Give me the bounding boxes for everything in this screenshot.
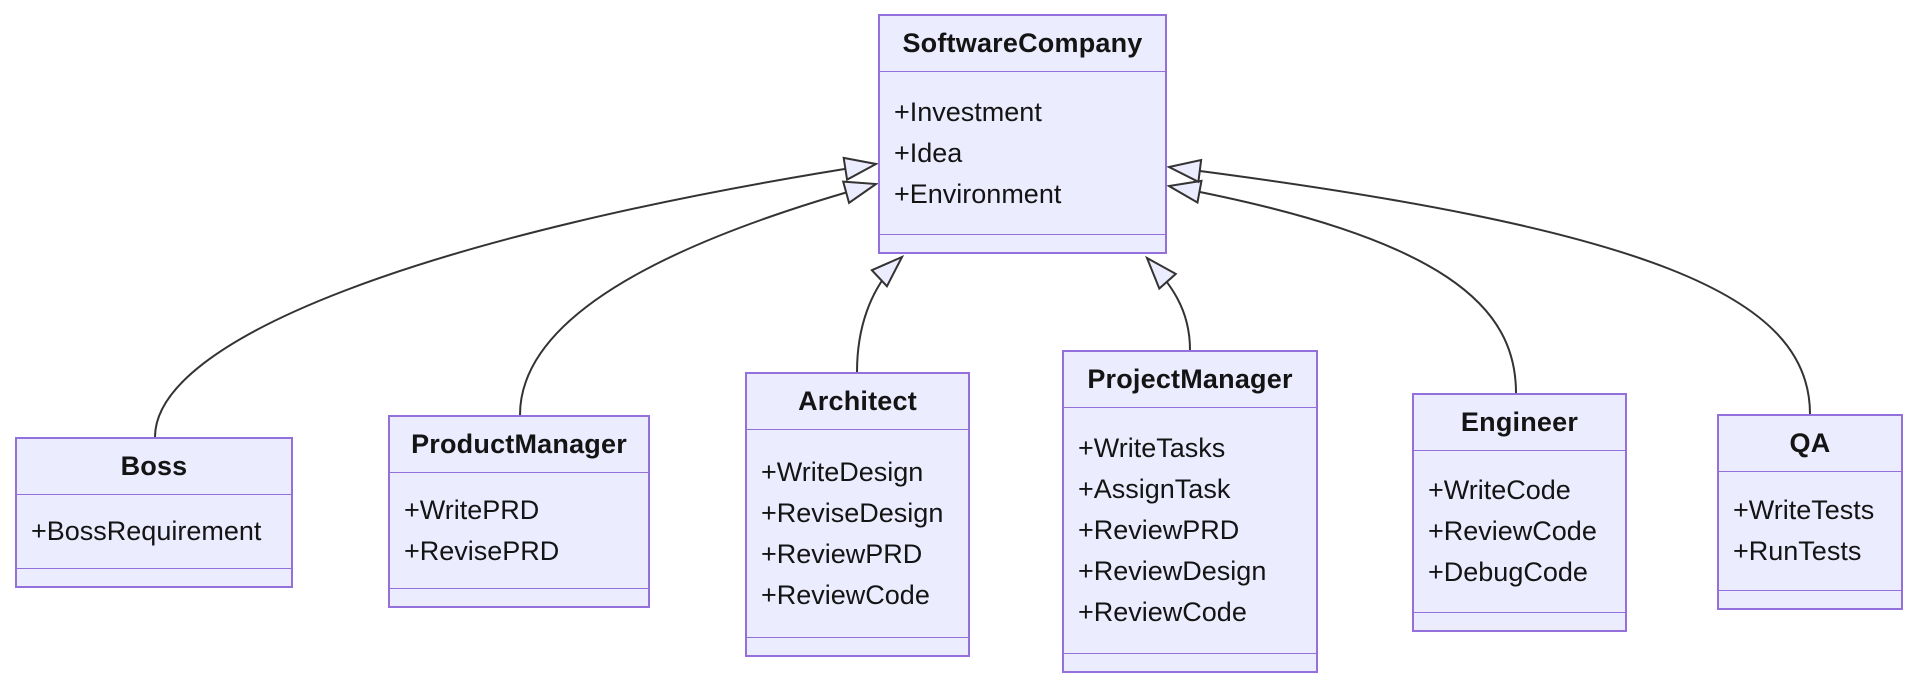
class-methods-empty <box>1719 590 1901 608</box>
class-boss: Boss +BossRequirement <box>15 437 293 588</box>
class-member: +WriteCode <box>1428 475 1571 505</box>
class-member: +Idea <box>894 137 963 168</box>
class-member: +BossRequirement <box>31 516 262 546</box>
class-member: +ReviewCode <box>1428 516 1597 546</box>
class-member: +ReviewDesign <box>1078 556 1267 586</box>
class-members: +WriteDesign +ReviseDesign +ReviewPRD +R… <box>747 430 968 637</box>
class-members: +WriteCode +ReviewCode +DebugCode <box>1414 451 1625 612</box>
class-qa: QA +WriteTests +RunTests <box>1717 414 1903 610</box>
class-methods-empty <box>747 637 968 655</box>
class-members: +WriteTests +RunTests <box>1719 472 1901 590</box>
class-member: +RevisePRD <box>404 535 560 566</box>
class-title: ProjectManager <box>1064 352 1316 408</box>
class-projectmanager: ProjectManager +WriteTasks +AssignTask +… <box>1062 350 1318 673</box>
class-members: +Investment +Idea +Environment <box>880 72 1165 234</box>
class-methods-empty <box>390 588 648 606</box>
class-member: +WriteTasks <box>1078 433 1226 463</box>
class-title: Boss <box>17 439 291 495</box>
class-productmanager: ProductManager +WritePRD +RevisePRD <box>388 415 650 608</box>
class-members: +WriteTasks +AssignTask +ReviewPRD +Revi… <box>1064 408 1316 653</box>
class-member: +WriteTests <box>1733 495 1875 525</box>
class-members: +WritePRD +RevisePRD <box>390 473 648 588</box>
class-methods-empty <box>1414 612 1625 630</box>
class-member: +Environment <box>894 178 1062 209</box>
class-member: +WriteDesign <box>761 456 924 487</box>
class-member: +Investment <box>894 96 1042 127</box>
class-title: QA <box>1719 416 1901 472</box>
class-members: +BossRequirement <box>17 495 291 568</box>
class-engineer: Engineer +WriteCode +ReviewCode +DebugCo… <box>1412 393 1627 632</box>
class-title: Architect <box>747 374 968 430</box>
class-methods-empty <box>17 568 291 586</box>
class-member: +RunTests <box>1733 536 1862 566</box>
class-architect: Architect +WriteDesign +ReviseDesign +Re… <box>745 372 970 657</box>
edge-architect-to-softwarecompany <box>856 254 905 373</box>
class-methods-empty <box>880 234 1165 252</box>
edge-projectmanager-to-softwarecompany <box>1145 255 1191 351</box>
class-member: +ReviewPRD <box>761 538 923 569</box>
class-member: +ReviewCode <box>761 579 930 610</box>
class-methods-empty <box>1064 653 1316 671</box>
class-member: +ReviewPRD <box>1078 515 1240 545</box>
class-title: SoftwareCompany <box>880 16 1165 72</box>
class-title: ProductManager <box>390 417 648 473</box>
class-member: +DebugCode <box>1428 557 1588 587</box>
class-member: +AssignTask <box>1078 474 1231 504</box>
class-member: +ReviewCode <box>1078 597 1247 627</box>
class-title: Engineer <box>1414 395 1625 451</box>
class-member: +ReviseDesign <box>761 497 944 528</box>
class-member: +WritePRD <box>404 494 540 525</box>
class-softwarecompany: SoftwareCompany +Investment +Idea +Envir… <box>878 14 1167 254</box>
